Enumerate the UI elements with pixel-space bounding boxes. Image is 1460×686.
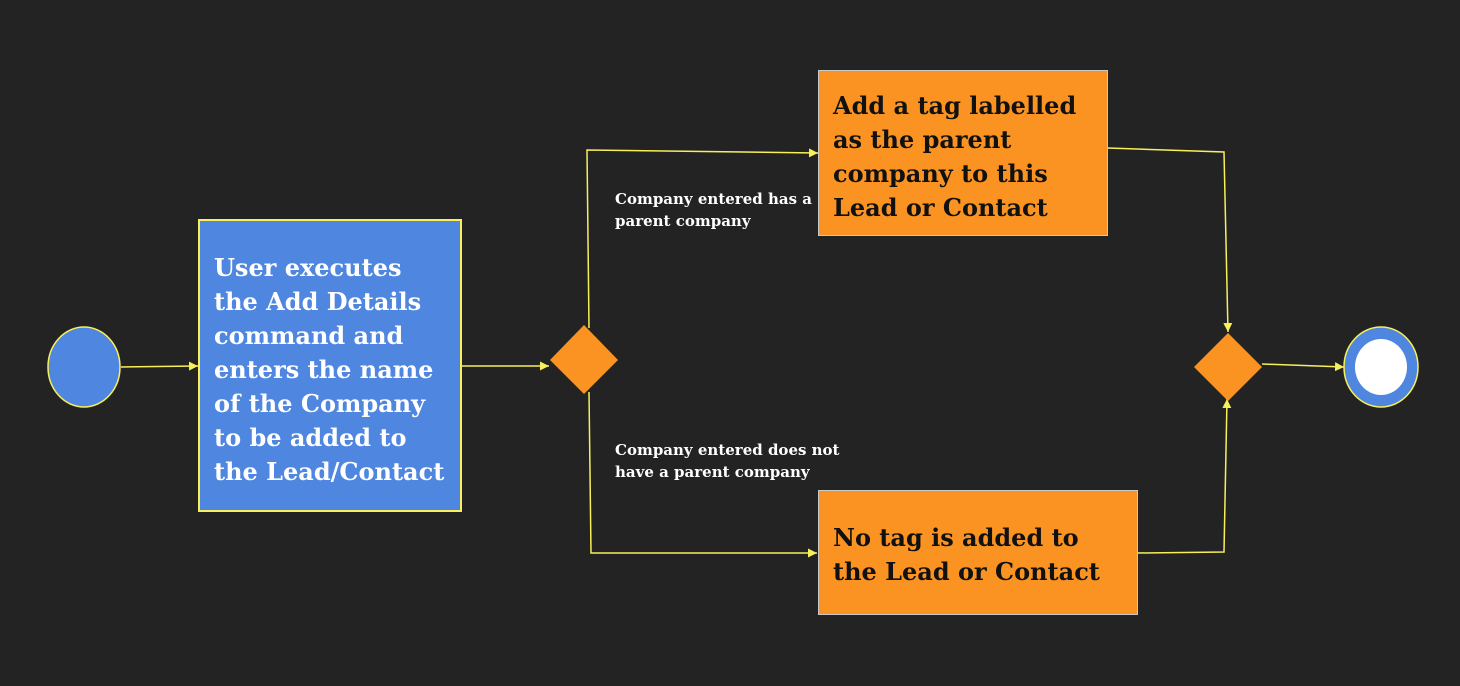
decision-diamond[interactable] (550, 325, 618, 394)
no-tag-action-text: No tag is added to the Lead or Contact (833, 523, 1100, 586)
guard-has-parent: Company entered has a parent company (615, 190, 812, 230)
guard-no-parent: Company entered does not have a parent c… (615, 441, 840, 481)
edge-merge-to-end (1261, 362, 1345, 372)
add-tag-action-text: Add a tag labelled as the parent company… (833, 91, 1077, 222)
merge-diamond[interactable] (1194, 333, 1262, 401)
user-action-box[interactable]: User executes the Add Details command an… (198, 219, 462, 512)
edge-decision-to-add-tag (586, 148, 819, 329)
start-node[interactable] (47, 326, 121, 408)
end-node-inner (1355, 339, 1407, 395)
edge-no-tag-to-merge (1137, 398, 1232, 554)
user-action-text: User executes the Add Details command an… (214, 253, 445, 486)
edge-decision-to-no-tag (588, 391, 817, 558)
edge-add-tag-to-merge (1107, 147, 1233, 333)
no-tag-action-box[interactable]: No tag is added to the Lead or Contact (818, 490, 1138, 615)
edge-start-to-action (120, 361, 199, 371)
add-tag-action-box[interactable]: Add a tag labelled as the parent company… (818, 70, 1108, 236)
